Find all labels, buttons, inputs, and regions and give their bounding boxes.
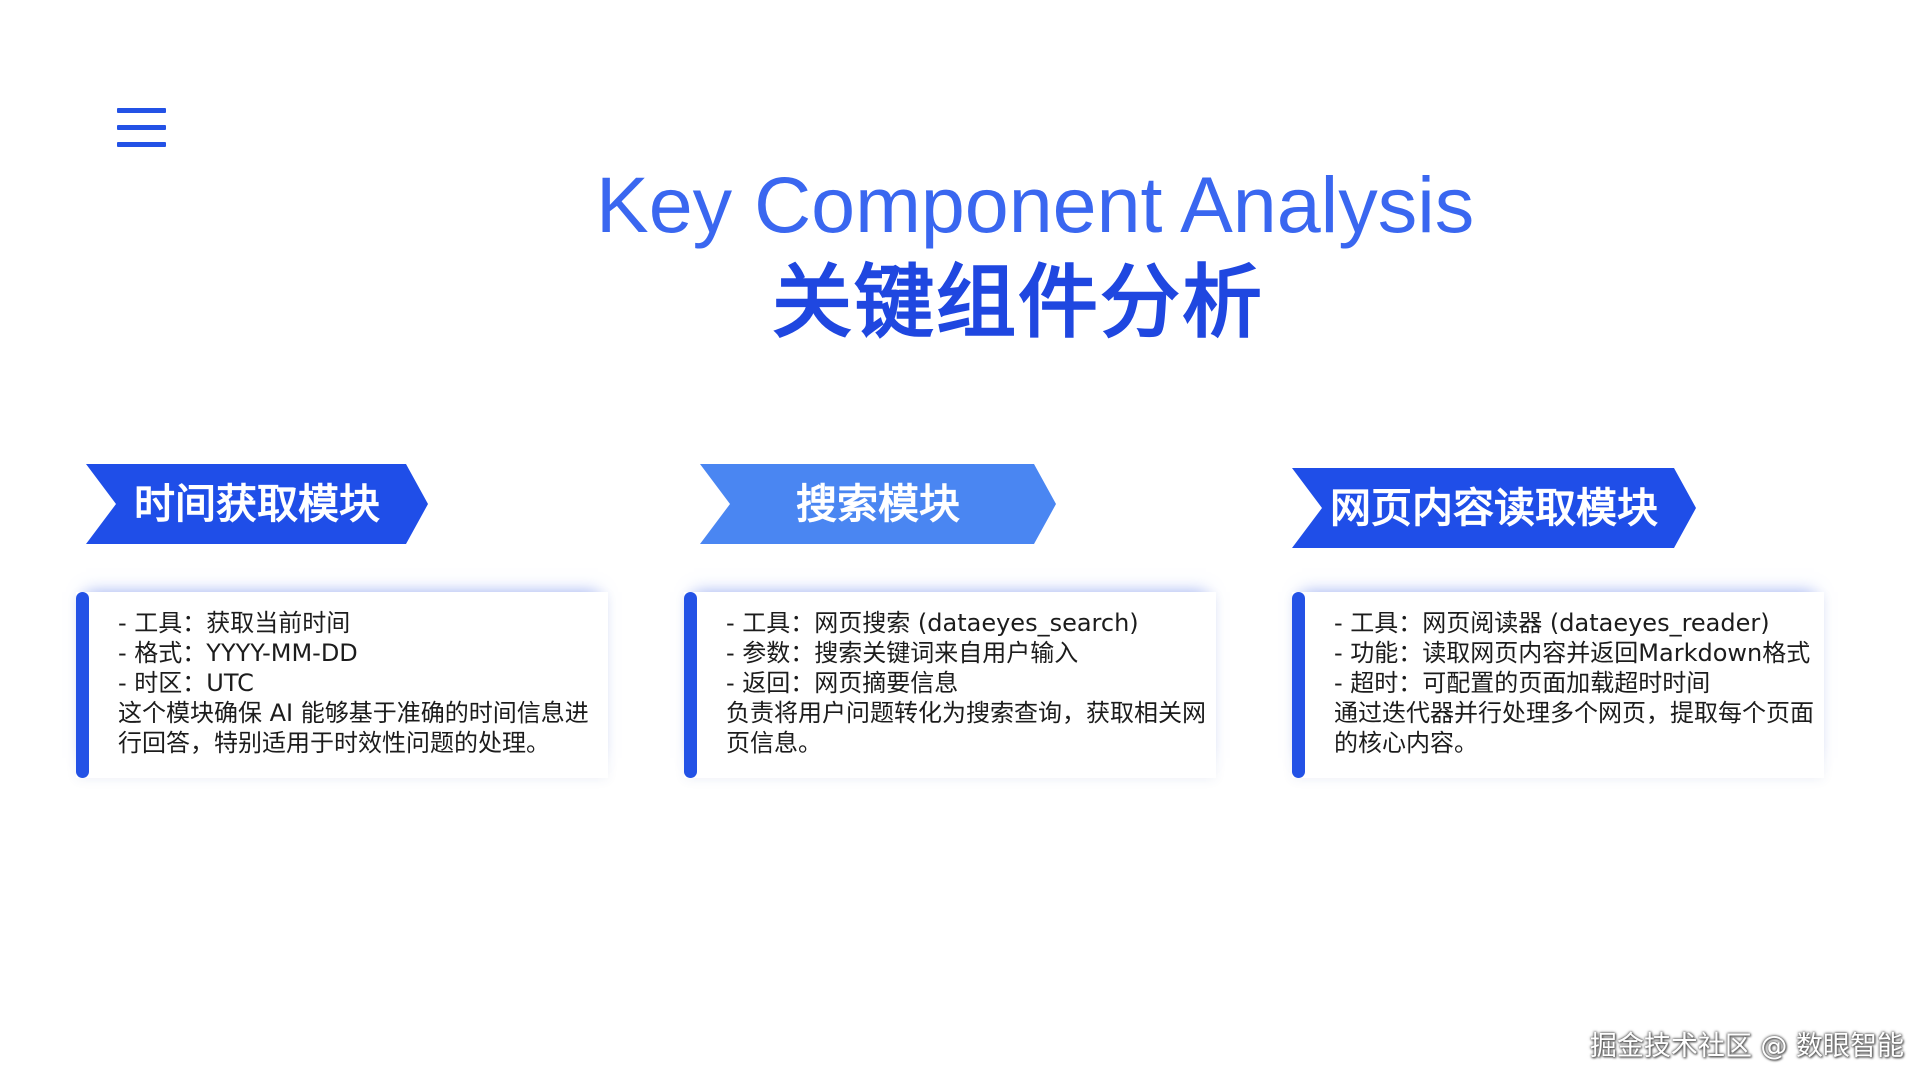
card-time-module: - 工具：获取当前时间 - 格式：YYYY-MM-DD - 时区：UTC 这个模… — [76, 592, 608, 778]
card-line: - 返回：网页摘要信息 — [726, 669, 959, 697]
card-accent-bar — [76, 592, 89, 778]
card-webpage-reader-module: - 工具：网页阅读器 (dataeyes_reader) - 功能：读取网页内容… — [1292, 592, 1824, 778]
card-accent-bar — [1292, 592, 1305, 778]
banner-label: 时间获取模块 — [134, 480, 380, 528]
card-description: 通过迭代器并行处理多个网页，提取每个页面的核心内容。 — [1334, 699, 1814, 757]
card-line: - 超时：可配置的页面加载超时时间 — [1334, 669, 1711, 697]
card-line: - 工具：网页阅读器 (dataeyes_reader) — [1334, 609, 1770, 637]
card-line: - 功能：读取网页内容并返回Markdown格式 — [1334, 639, 1811, 667]
card-line: - 时区：UTC — [118, 669, 254, 697]
card-line: - 参数：搜索关键词来自用户输入 — [726, 639, 1079, 667]
title-english: Key Component Analysis — [596, 160, 1475, 249]
banner-label: 网页内容读取模块 — [1330, 484, 1658, 532]
banner-webpage-reader-module: 网页内容读取模块 — [1292, 468, 1696, 548]
card-search-module: - 工具：网页搜索 (dataeyes_search) - 参数：搜索关键词来自… — [684, 592, 1216, 778]
banner-time-module: 时间获取模块 — [86, 464, 428, 544]
card-line: - 工具：网页搜索 (dataeyes_search) — [726, 609, 1139, 637]
card-accent-bar — [684, 592, 697, 778]
banner-search-module: 搜索模块 — [700, 464, 1056, 544]
title-chinese: 关键组件分析 — [772, 256, 1264, 349]
watermark: 掘金技术社区 @ 数眼智能 — [1589, 1031, 1904, 1062]
menu-icon[interactable] — [117, 108, 166, 148]
card-line: - 格式：YYYY-MM-DD — [118, 639, 358, 667]
card-description: 负责将用户问题转化为搜索查询，获取相关网页信息。 — [726, 699, 1206, 757]
banner-label: 搜索模块 — [796, 480, 960, 528]
card-line: - 工具：获取当前时间 — [118, 609, 351, 637]
card-description: 这个模块确保 AI 能够基于准确的时间信息进行回答，特别适用于时效性问题的处理。 — [118, 699, 589, 757]
